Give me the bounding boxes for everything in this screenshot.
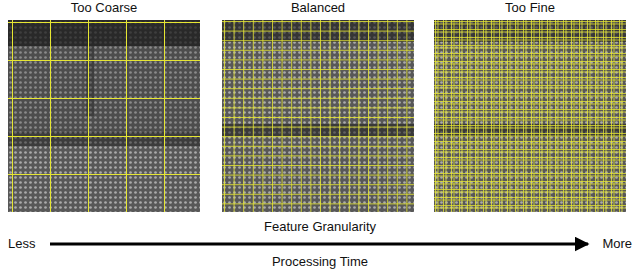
panel-title: Balanced xyxy=(222,0,414,16)
micrograph-panel xyxy=(222,20,414,212)
panel-title: Too Coarse xyxy=(8,0,200,16)
micrograph-panel xyxy=(8,20,200,212)
micrograph-panel xyxy=(434,20,626,212)
axis-title: Feature Granularity xyxy=(262,219,378,235)
axis-title: Processing Time xyxy=(270,254,370,270)
axis-arrow xyxy=(50,243,588,246)
image-panel: Balanced xyxy=(222,0,414,212)
panel-title: Too Fine xyxy=(434,0,626,16)
image-panel: Too Fine xyxy=(434,0,626,212)
axis-end-label: Less xyxy=(6,236,37,252)
image-panel: Too Coarse xyxy=(8,0,200,212)
axis-end-label: More xyxy=(600,236,634,252)
